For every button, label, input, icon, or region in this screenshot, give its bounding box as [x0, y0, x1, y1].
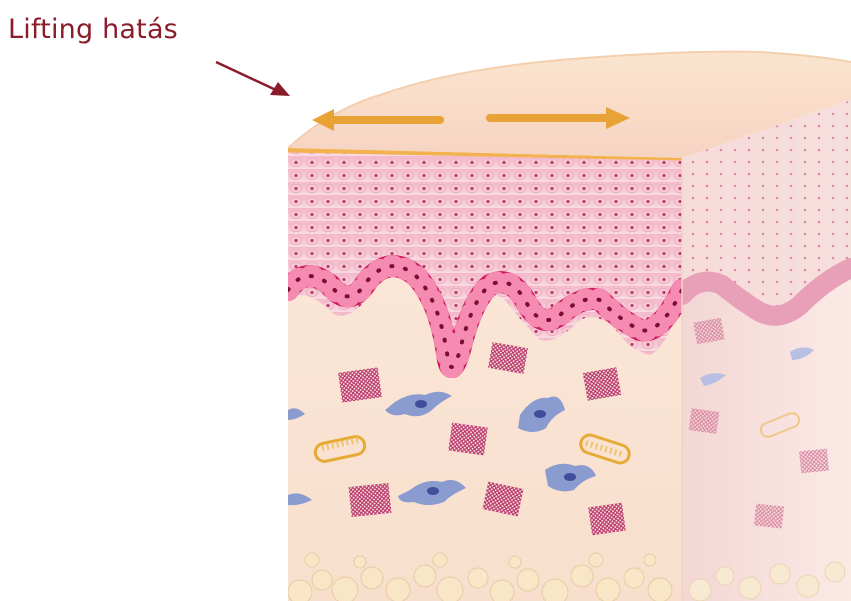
arrow-icon	[216, 62, 290, 96]
